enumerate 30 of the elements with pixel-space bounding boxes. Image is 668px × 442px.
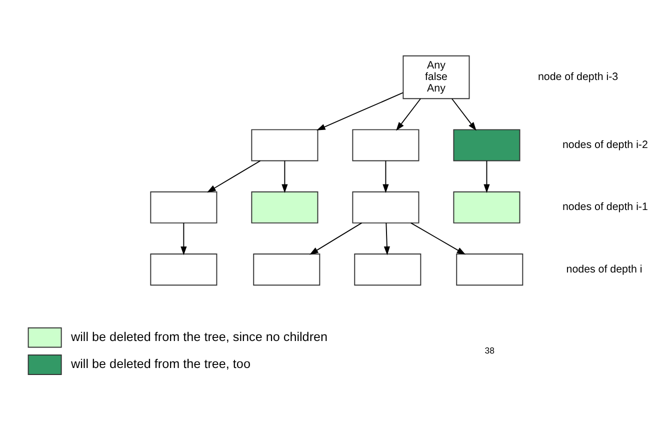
node-box: [251, 191, 318, 224]
node-box: [456, 254, 524, 286]
arrow: [282, 160, 288, 194]
node-box: [354, 254, 422, 286]
node-box: [150, 254, 218, 286]
node-box: [253, 254, 320, 286]
arrow: [382, 160, 389, 194]
node-box: Any false Any: [402, 55, 470, 100]
node-box: [453, 129, 520, 162]
node-box: [352, 191, 420, 224]
legend-label: will be deleted from the tree, too: [71, 357, 250, 372]
arrow: [180, 222, 187, 256]
legend-label: will be deleted from the tree, since no children: [71, 330, 328, 344]
label: 38: [484, 345, 495, 356]
label: nodes of depth i: [566, 263, 642, 276]
arrow: [484, 160, 490, 194]
node-box: [251, 129, 318, 162]
arrow: [207, 160, 261, 193]
label: node of depth i-3: [538, 70, 618, 83]
node-box: [150, 191, 218, 224]
node-box: [453, 191, 520, 224]
node-box: [352, 129, 420, 162]
arrow: [316, 92, 404, 130]
arrow: [410, 222, 466, 255]
arrow: [384, 222, 390, 256]
label: nodes of depth i-1: [562, 201, 648, 214]
label: nodes of depth i-2: [562, 138, 648, 151]
arrow: [451, 98, 476, 131]
arrow: [396, 98, 421, 131]
arrow: [310, 222, 362, 255]
